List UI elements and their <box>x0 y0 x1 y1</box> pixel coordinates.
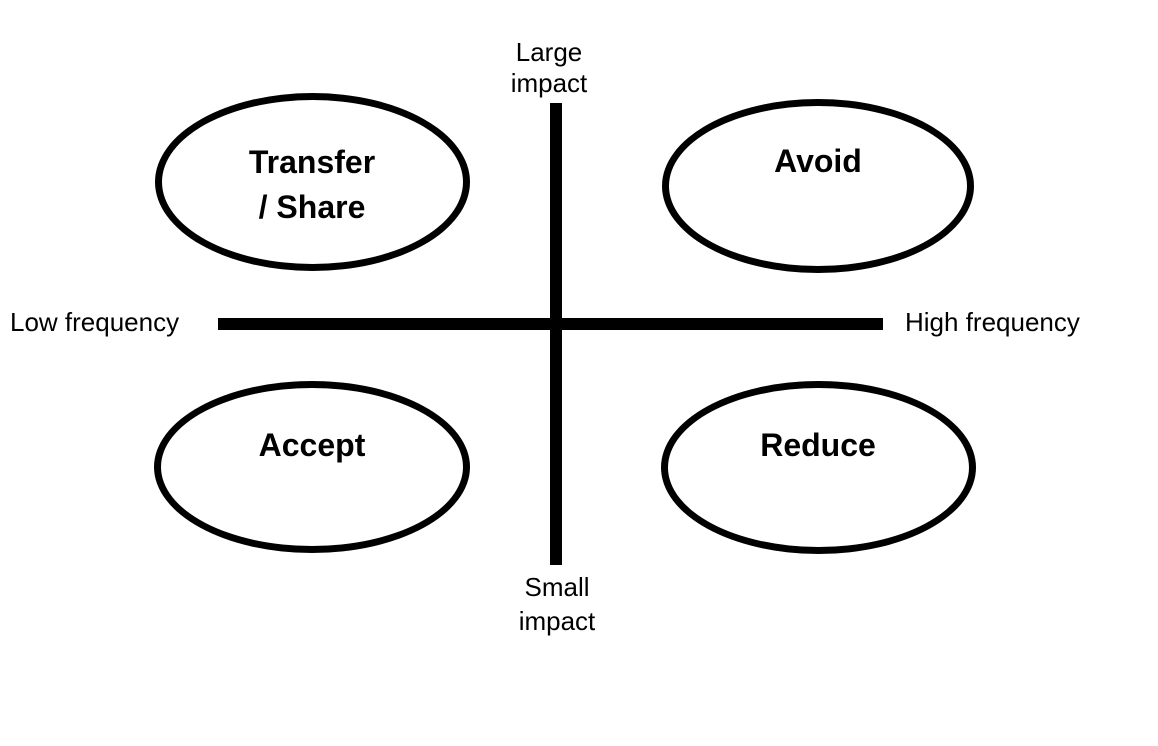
axis-label-small-impact-line2: impact <box>518 606 596 636</box>
ellipse-accept <box>154 381 470 553</box>
quadrant-label-transfer-share-line1: Transfer <box>248 144 376 180</box>
ellipse-reduce <box>661 381 976 554</box>
vertical-axis-line <box>550 103 562 565</box>
quadrant-label-transfer-share: Transfer / Share <box>152 140 472 230</box>
ellipse-transfer-share <box>155 93 470 271</box>
axis-label-small-impact-line1: Small <box>524 572 590 602</box>
axis-label-large-impact-line1: Large <box>515 37 583 67</box>
axis-label-low-frequency: Low frequency <box>10 307 180 337</box>
horizontal-axis-line <box>218 318 883 330</box>
axis-label-large-impact: Large impact <box>449 37 649 99</box>
quadrant-label-accept: Accept <box>258 427 366 463</box>
axis-label-small-impact: Small impact <box>457 570 657 638</box>
quadrant-label-avoid: Avoid <box>774 143 862 179</box>
axis-label-high-frequency: High frequency <box>905 307 1080 337</box>
quadrant-label-transfer-share-line2: / Share <box>258 189 366 225</box>
quadrant-label-reduce: Reduce <box>760 427 876 463</box>
axis-label-large-impact-line2: impact <box>510 68 588 98</box>
ellipse-avoid <box>662 99 974 273</box>
